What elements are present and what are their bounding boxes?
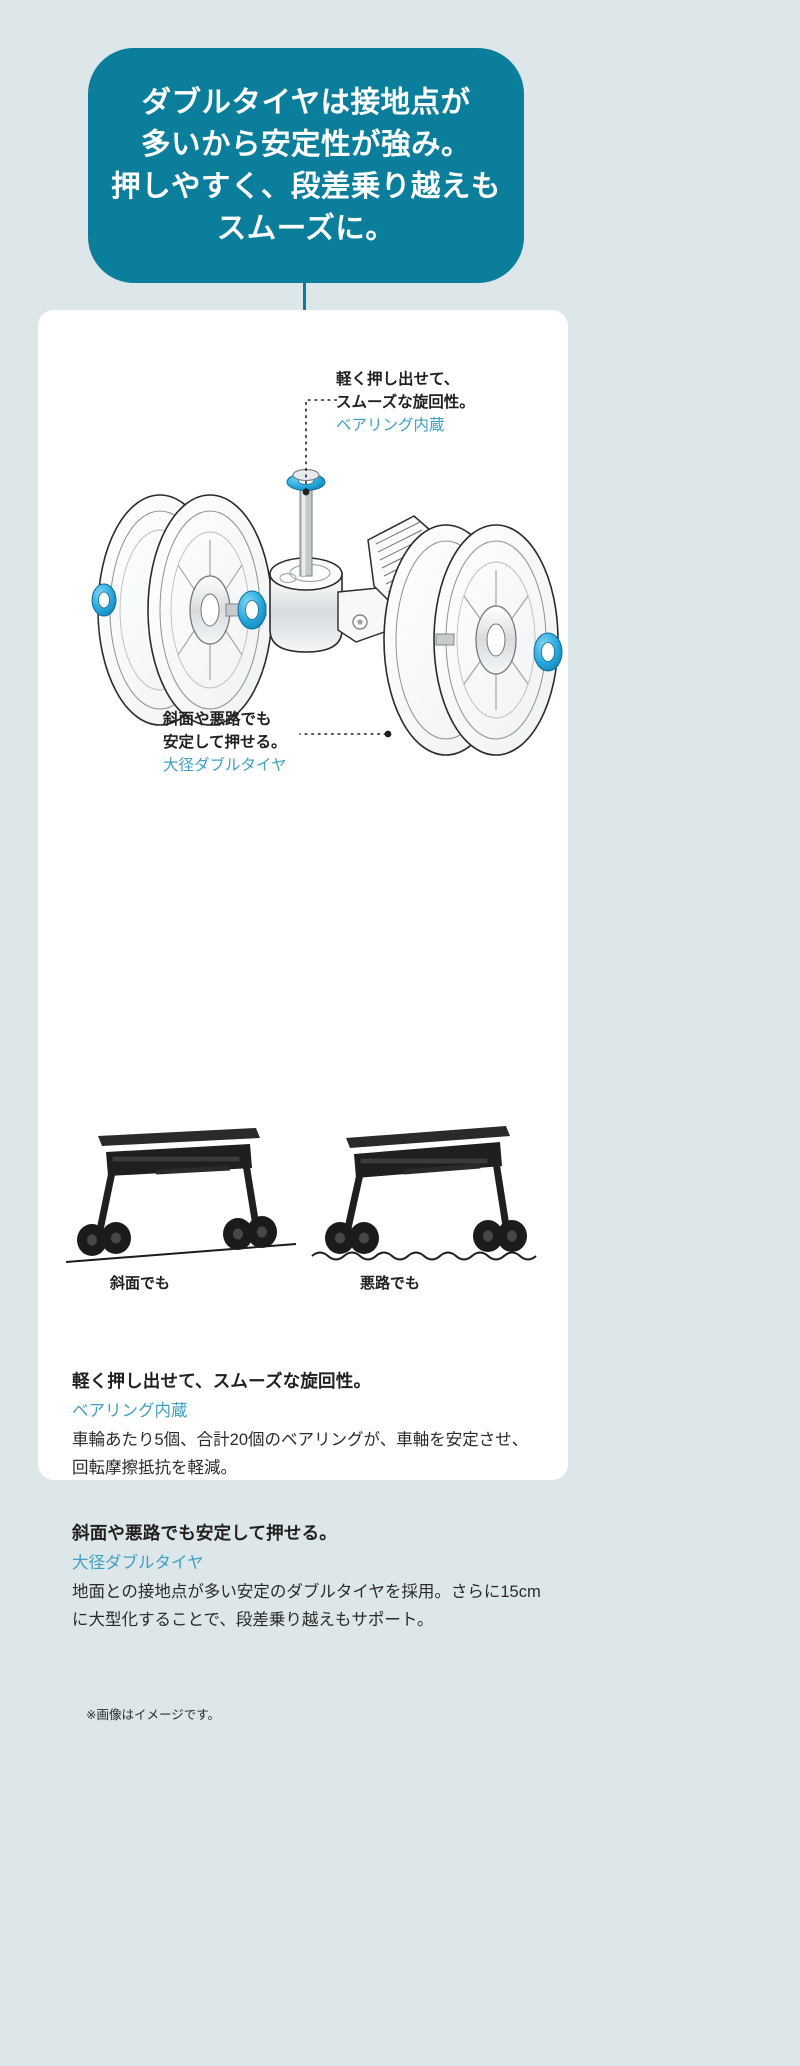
headline-line-4: スムーズに。 — [216, 211, 396, 245]
feature-section-bearing: 軽く押し出せて、スムーズな旋回性。 ベアリング内蔵 車輪あたり5個、合計20個の… — [72, 1368, 542, 1482]
headline-line-2: 多いから安定性が強み。 — [140, 127, 471, 161]
feature-descriptions: 軽く押し出せて、スムーズな旋回性。 ベアリング内蔵 車輪あたり5個、合計20個の… — [72, 1368, 542, 1672]
wheel-exploded-illustration — [38, 330, 568, 850]
callout-double-tire: 斜面や悪路でも 安定して押せる。 大径ダブルタイヤ — [163, 708, 287, 777]
headline-line-3: 押しやすく、段差乗り越えも — [111, 169, 501, 203]
callout-double-tire-line1: 斜面や悪路でも — [163, 711, 272, 728]
image-disclaimer-footnote: ※画像はイメージです。 — [86, 1708, 220, 1722]
callout-dot-top — [302, 488, 310, 496]
feature-subtitle-double-tire: 大径ダブルタイヤ — [72, 1554, 204, 1572]
callout-double-tire-line2: 安定して押せる。 — [163, 734, 287, 751]
callout-bearing: 軽く押し出せて、 スムーズな旋回性。 ベアリング内蔵 — [336, 368, 475, 437]
bearing-ring-far-right — [533, 632, 563, 672]
rough-ground-line — [311, 1251, 537, 1261]
photo-caption-rough-road: 悪路でも — [359, 1275, 420, 1292]
feature-subtitle-bearing: ベアリング内蔵 — [72, 1402, 188, 1420]
feature-title-double-tire: 斜面や悪路でも安定して押せる。 — [72, 1523, 337, 1543]
photo-caption-slope: 斜面でも — [109, 1275, 170, 1292]
callout-bearing-subtitle: ベアリング内蔵 — [336, 417, 445, 434]
feature-title-bearing: 軽く押し出せて、スムーズな旋回性。 — [72, 1371, 372, 1391]
callout-dot-bottom — [384, 730, 392, 738]
feature-body-bearing: 車輪あたり5個、合計20個のベアリングが、車軸を安定させ、回転摩擦抵抗を軽減。 — [72, 1431, 529, 1477]
headline-banner: ダブルタイヤは接地点が 多いから安定性が強み。 押しやすく、段差乗り越えも スム… — [88, 48, 524, 283]
callout-double-tire-subtitle: 大径ダブルタイヤ — [163, 757, 287, 774]
bearing-ring-left — [91, 583, 117, 617]
bearing-ring-left-hub — [237, 590, 267, 630]
slope-ground-line — [65, 1243, 297, 1263]
photo-slope — [60, 1122, 300, 1272]
banner-connector-line — [303, 283, 306, 330]
callout-bearing-line2: スムーズな旋回性。 — [336, 394, 475, 411]
callout-bearing-line1: 軽く押し出せて、 — [336, 371, 460, 388]
right-wheel-group — [383, 524, 559, 756]
photo-rough-road — [310, 1122, 550, 1272]
feature-section-double-tire: 斜面や悪路でも安定して押せる。 大径ダブルタイヤ 地面との接地点が多い安定のダブ… — [72, 1520, 542, 1634]
feature-body-double-tire: 地面との接地点が多い安定のダブルタイヤを採用。さらに15cmに大型化することで、… — [72, 1583, 541, 1629]
headline-line-1: ダブルタイヤは接地点が — [141, 85, 471, 119]
